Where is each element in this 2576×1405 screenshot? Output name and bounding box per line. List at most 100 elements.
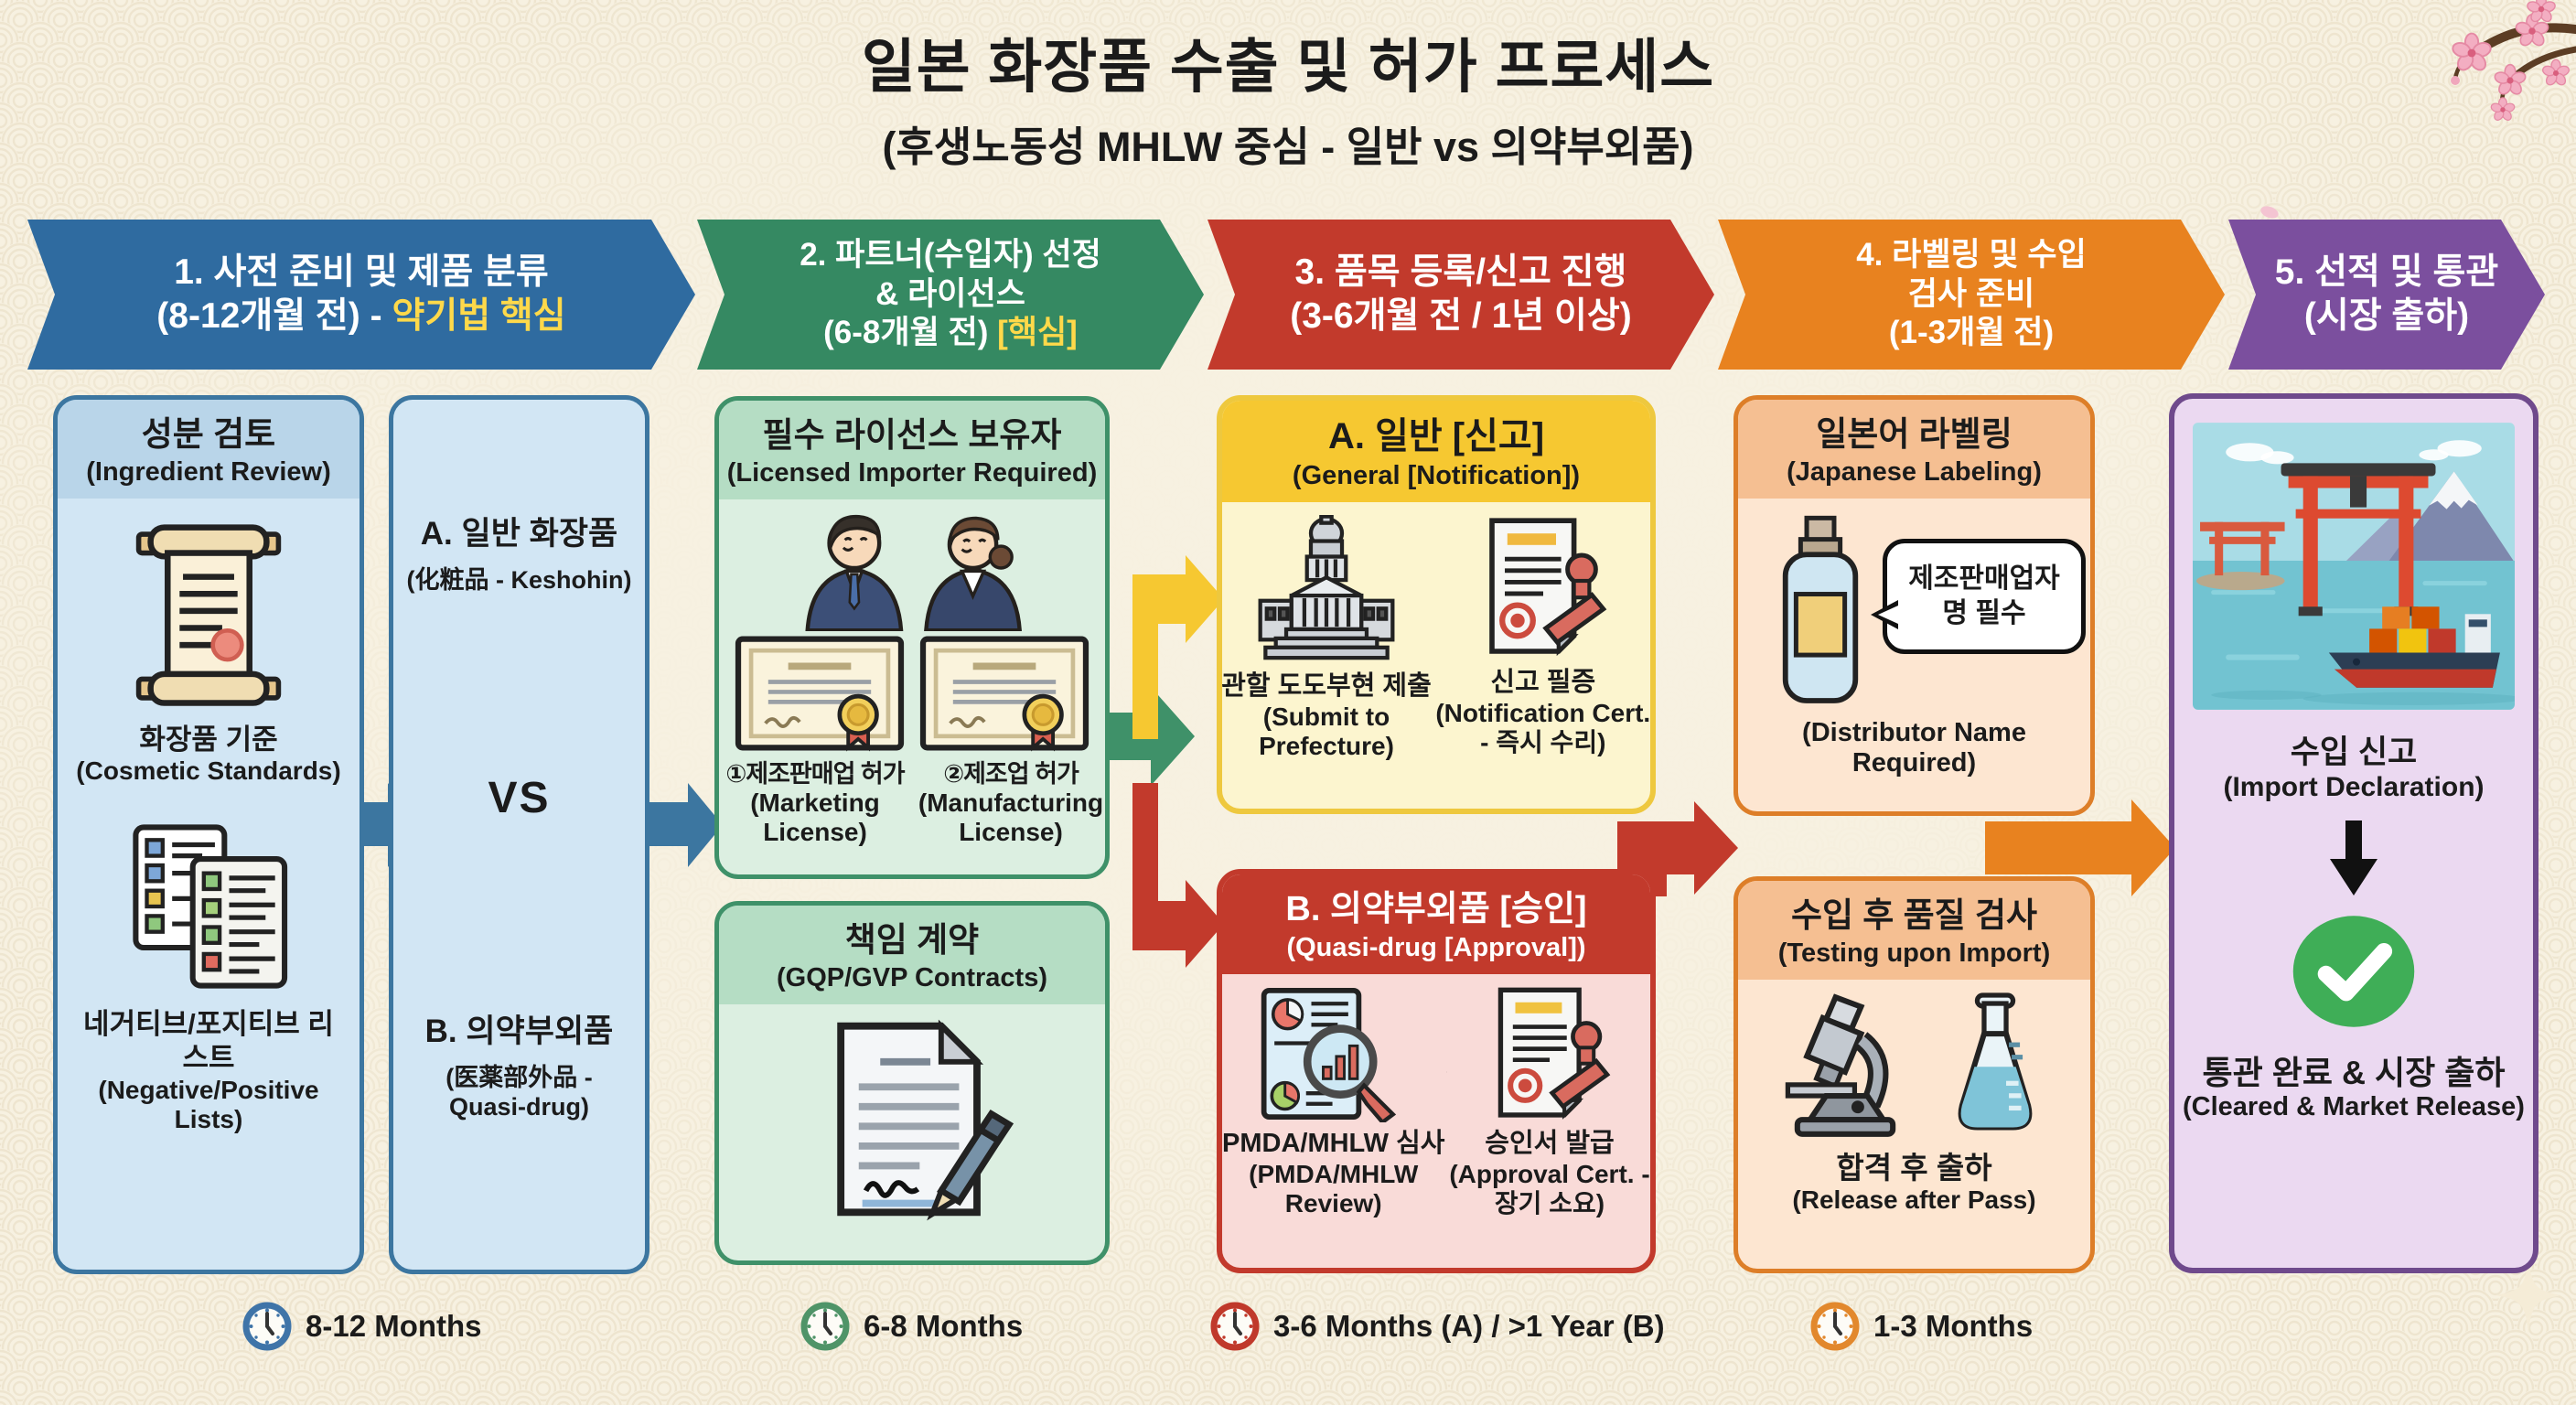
import-declaration-en: (Import Declaration) bbox=[2223, 772, 2485, 802]
b-title: B. 의약부외품 bbox=[424, 1014, 614, 1049]
quasi-steps-row: PMDA/MHLW 심사 (PMDA/MHLW Review) 승인서 발급 bbox=[1222, 985, 1650, 1218]
certificate-icon bbox=[735, 636, 905, 752]
page-subtitle: (후생노동성 MHLW 중심 - 일반 vs 의약부외품) bbox=[882, 123, 1694, 170]
ingredient-review-header: 성분 검토 (Ingredient Review) bbox=[58, 400, 360, 499]
pmda-review-step: PMDA/MHLW 심사 (PMDA/MHLW Review) bbox=[1222, 985, 1444, 1218]
scroll-icon bbox=[135, 524, 282, 706]
timeline-label: 3-6 Months (A) / >1 Year (B) bbox=[1273, 1309, 1665, 1343]
petal-icon bbox=[2260, 206, 2279, 219]
government-building-icon bbox=[1258, 515, 1395, 660]
cleared-release-ko: 통관 완료 & 시장 출하 bbox=[2202, 1053, 2506, 1091]
header-en: (GQP/GVP Contracts) bbox=[777, 962, 1047, 992]
header-ko: 일본어 라벨링 bbox=[1816, 415, 2012, 453]
step-en: (Submit to Prefecture) bbox=[1259, 702, 1394, 761]
flask-icon bbox=[1958, 992, 2032, 1131]
torii-harbor-illustration bbox=[2193, 423, 2515, 710]
step-en: (Approval Cert. - 장기 소요) bbox=[1449, 1159, 1650, 1218]
label-en: (Manufacturing License) bbox=[918, 788, 1104, 847]
clock-icon bbox=[1210, 1302, 1260, 1351]
step-en: (PMDA/MHLW Review) bbox=[1249, 1159, 1419, 1218]
vs-label: VS bbox=[488, 774, 551, 822]
timeline-stage1: 8-12 Months bbox=[242, 1301, 482, 1352]
license-labels-row: ①제조판매업 허가 (Marketing License) ②제조업 허가 (M… bbox=[719, 759, 1105, 848]
banner-4-line2: 검사 준비 bbox=[1907, 275, 2035, 312]
checklist-icon bbox=[133, 824, 288, 989]
licensed-importer-box: 필수 라이선스 보유자 (Licensed Importer Required) bbox=[714, 396, 1110, 879]
step-ko: 신고 필증 bbox=[1490, 668, 1596, 698]
testing-header: 수입 후 품질 검사 (Testing upon Import) bbox=[1738, 881, 2090, 980]
quasi-drug-header: B. 의약부외품 [승인] (Quasi-drug [Approval]) bbox=[1222, 874, 1650, 975]
general-cosmetics-label: A. 일반 화장품 (化粧品 - Keshohin) bbox=[393, 508, 645, 595]
label-en: (Marketing License) bbox=[750, 788, 880, 847]
release-pass-ko: 합격 후 출하 bbox=[1836, 1150, 1992, 1185]
licensed-importer-header: 필수 라이선스 보유자 (Licensed Importer Required) bbox=[719, 401, 1105, 499]
step-en: (Notification Cert. - 즉시 수리) bbox=[1435, 699, 1651, 757]
a-title: A. 일반 화장품 bbox=[420, 516, 618, 552]
step-ko: 승인서 발급 bbox=[1485, 1129, 1615, 1159]
sparkle-icon bbox=[2496, 1257, 2561, 1334]
step-ko: 관할 도도부현 제출 bbox=[1221, 671, 1432, 702]
header-en: (Ingredient Review) bbox=[86, 456, 331, 487]
label-ko: ②제조업 허가 bbox=[943, 759, 1079, 788]
banner-2-line2: & 라이선스 bbox=[875, 275, 1025, 312]
page-title: 일본 화장품 수출 및 허가 프로세스 bbox=[861, 34, 1715, 100]
distributor-caption: (Distributor Name Required) bbox=[1802, 717, 2026, 778]
banner-step-3: 3. 품목 등록/신고 진행 (3-6개월 전 / 1년 이상) bbox=[1208, 220, 1714, 370]
japanese-labeling-box: 일본어 라벨링 (Japanese Labeling) 제조판매업자명 필수 (… bbox=[1733, 395, 2095, 816]
lab-icons-row bbox=[1738, 992, 2090, 1139]
header-ko: 성분 검토 bbox=[141, 415, 276, 453]
import-declaration-ko: 수입 신고 bbox=[2290, 735, 2418, 770]
step-ko: PMDA/MHLW 심사 bbox=[1222, 1129, 1445, 1159]
banner-3-line2: (3-6개월 전 / 1년 이상) bbox=[1290, 296, 1632, 336]
general-notification-header: A. 일반 [신고] (General [Notification]) bbox=[1222, 401, 1650, 503]
release-pass-en: (Release after Pass) bbox=[1792, 1185, 2036, 1215]
arrow-col2-col3 bbox=[640, 783, 723, 867]
header-en: (General [Notification]) bbox=[1292, 461, 1581, 491]
arrow-col5-col6 bbox=[1985, 799, 2175, 896]
bottle-icon bbox=[1782, 515, 1859, 703]
distributor-bubble: 제조판매업자명 필수 bbox=[1871, 538, 2086, 654]
b-sub: (医薬部外品 - Quasi-drug) bbox=[445, 1064, 593, 1121]
arrow-junction-to-general bbox=[1132, 555, 1224, 739]
contracts-box: 책임 계약 (GQP/GVP Contracts) bbox=[714, 901, 1110, 1265]
certificates-row bbox=[734, 635, 1090, 752]
contracts-header: 책임 계약 (GQP/GVP Contracts) bbox=[719, 906, 1105, 1004]
labeling-header: 일본어 라벨링 (Japanese Labeling) bbox=[1738, 400, 2090, 499]
stamped-document-icon bbox=[1488, 518, 1607, 657]
label-ko: ①제조판매업 허가 bbox=[725, 759, 905, 788]
header-ko: B. 의약부외품 [승인] bbox=[1285, 890, 1587, 928]
banner-1-highlight: 약기법 핵심 bbox=[392, 296, 566, 336]
main-torii bbox=[2281, 463, 2436, 617]
arrow-junction-to-quasi bbox=[1132, 783, 1224, 968]
marketing-license-label: ①제조판매업 허가 (Marketing License) bbox=[719, 759, 912, 848]
timeline-label: 6-8 Months bbox=[864, 1309, 1024, 1343]
banner-step-5: 5. 선적 및 통관 (시장 출하) bbox=[2228, 220, 2545, 370]
banner-5-line1: 5. 선적 및 통관 bbox=[2274, 252, 2499, 293]
a-sub: (化粧品 - Keshohin) bbox=[406, 566, 632, 594]
testing-import-box: 수입 후 품질 검사 (Testing upon Import) 합격 후 출 bbox=[1733, 876, 2095, 1273]
check-circle-icon bbox=[2292, 915, 2415, 1027]
bowing-people-icon bbox=[805, 514, 1022, 631]
microscope-icon bbox=[1785, 993, 1895, 1137]
timeline-label: 1-3 Months bbox=[1873, 1309, 2034, 1343]
report-magnifier-icon bbox=[1261, 988, 1396, 1123]
cosmetic-standards-en: (Cosmetic Standards) bbox=[76, 756, 341, 786]
banner-step-1: 1. 사전 준비 및 제품 분류 (8-12개월 전) - 약기법 핵심 bbox=[27, 220, 695, 370]
quasi-drug-approval-box: B. 의약부외품 [승인] (Quasi-drug [Approval]) bbox=[1217, 869, 1656, 1273]
banner-1-line2: (8-12개월 전) - 약기법 핵심 bbox=[156, 296, 566, 336]
submit-prefecture-step: 관할 도도부현 제출 (Submit to Prefecture) bbox=[1221, 515, 1432, 761]
header-ko: 수입 후 품질 검사 bbox=[1790, 896, 2038, 934]
banner-5-line2: (시장 출하) bbox=[2303, 296, 2470, 336]
clock-icon bbox=[800, 1302, 850, 1351]
cleared-release-en: (Cleared & Market Release) bbox=[2183, 1091, 2525, 1121]
timeline-stage4: 1-3 Months bbox=[1809, 1301, 2033, 1352]
timeline-stage3: 3-6 Months (A) / >1 Year (B) bbox=[1209, 1301, 1665, 1352]
customs-release-box: 수입 신고 (Import Declaration) 통관 완료 & 시장 출하… bbox=[2169, 393, 2538, 1273]
down-arrow-icon bbox=[2330, 820, 2377, 896]
clock-icon bbox=[242, 1302, 292, 1351]
page-title-block: 일본 화장품 수출 및 허가 프로세스 (후생노동성 MHLW 중심 - 일반 … bbox=[0, 20, 2576, 173]
banner-step-4: 4. 라벨링 및 수입 검사 준비 (1-3개월 전) bbox=[1718, 220, 2225, 370]
approval-cert-step: 승인서 발급 (Approval Cert. - 장기 소요) bbox=[1449, 985, 1650, 1218]
header-en: (Testing upon Import) bbox=[1777, 938, 2051, 968]
